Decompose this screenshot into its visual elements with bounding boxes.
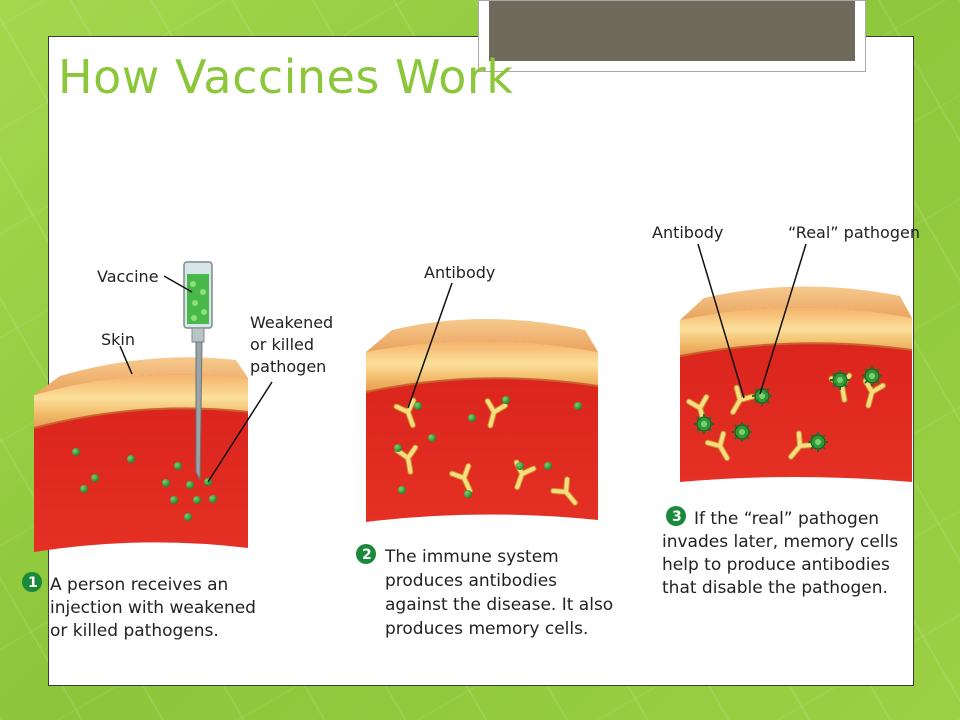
caption-3-line-3: help to produce antibodies [662,555,890,575]
slide-title: How Vaccines Work [58,50,514,104]
caption-3-line-2: invades later, memory cells [662,532,898,552]
step-3-number: 3 [672,509,682,525]
label-vaccine: Vaccine [97,267,159,286]
label-antibody-2: Antibody [424,263,495,282]
caption-1-line-2: injection with weakened [50,598,256,618]
step-3-badge [666,506,686,526]
title-tab [478,0,866,72]
step-2-badge [356,544,376,564]
caption-2-line-2: produces antibodies [385,571,557,591]
label-pathogen-line-3: pathogen [250,357,326,376]
label-skin: Skin [101,330,135,349]
caption-1-line-1: A person receives an [50,575,228,595]
caption-2-line-4: produces memory cells. [385,619,588,639]
caption-3-line-1: If the “real” pathogen [694,509,879,529]
step-2-number: 2 [362,547,372,563]
panel-2: Antibody 2 The immune system produces an… [356,263,613,639]
panel-1: Vaccine Skin Weakened or killed pathogen… [22,261,333,641]
caption-1-line-3: or killed pathogens. [50,621,219,641]
caption-2-line-1: The immune system [384,547,559,567]
weakened-pathogens [72,448,217,521]
caption-2-line-3: against the disease. It also [385,595,613,615]
pathogens-2 [394,396,582,498]
step-1-number: 1 [28,575,38,591]
skin-block-2 [365,319,599,522]
label-pathogen-line-2: or killed [250,335,314,354]
skin-block-1 [33,357,249,552]
title-tab-bar [489,1,855,61]
panel-3: Antibody “Real” pathogen 3 If the “real”… [652,223,920,598]
skin-block-3 [679,286,913,482]
label-antibody-3: Antibody [652,223,723,242]
label-real-pathogen: “Real” pathogen [788,223,920,242]
caption-3-line-4: that disable the pathogen. [662,578,888,598]
syringe [183,261,213,481]
label-pathogen-line-1: Weakened [250,313,333,332]
step-1-badge [22,572,42,592]
